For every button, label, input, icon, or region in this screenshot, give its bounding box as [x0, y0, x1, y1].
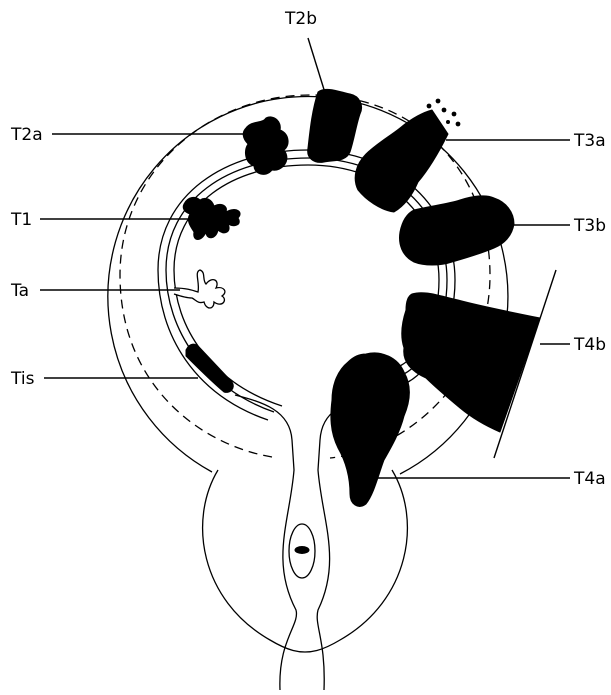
tumor-t2b [308, 89, 362, 162]
label-t2a: T2a [10, 125, 43, 145]
label-t3b: T3b [573, 216, 606, 236]
label-t4b: T4b [573, 335, 606, 355]
leader-line-t2b [308, 38, 326, 96]
label-ta: Ta [10, 281, 29, 301]
prostate-outline [203, 470, 408, 652]
tumor-tis [186, 344, 233, 392]
ejaculatory-duct-opening [295, 547, 309, 554]
label-t1: T1 [10, 210, 32, 230]
tumor-t4a [331, 353, 409, 506]
tumor-t1 [183, 197, 240, 239]
label-t2b: T2b [284, 9, 317, 29]
tumor-ta [174, 270, 225, 308]
tumor-t4b [402, 293, 540, 432]
label-tis: Tis [10, 369, 35, 389]
tumor-t3b [400, 196, 514, 265]
bladder-neck-left [235, 395, 294, 470]
tumor-t3a [355, 110, 448, 212]
label-t3a: T3a [573, 131, 606, 151]
urethra-right-wall [317, 470, 329, 690]
urethra-left-wall [280, 470, 297, 690]
label-t4a: T4a [573, 469, 606, 489]
